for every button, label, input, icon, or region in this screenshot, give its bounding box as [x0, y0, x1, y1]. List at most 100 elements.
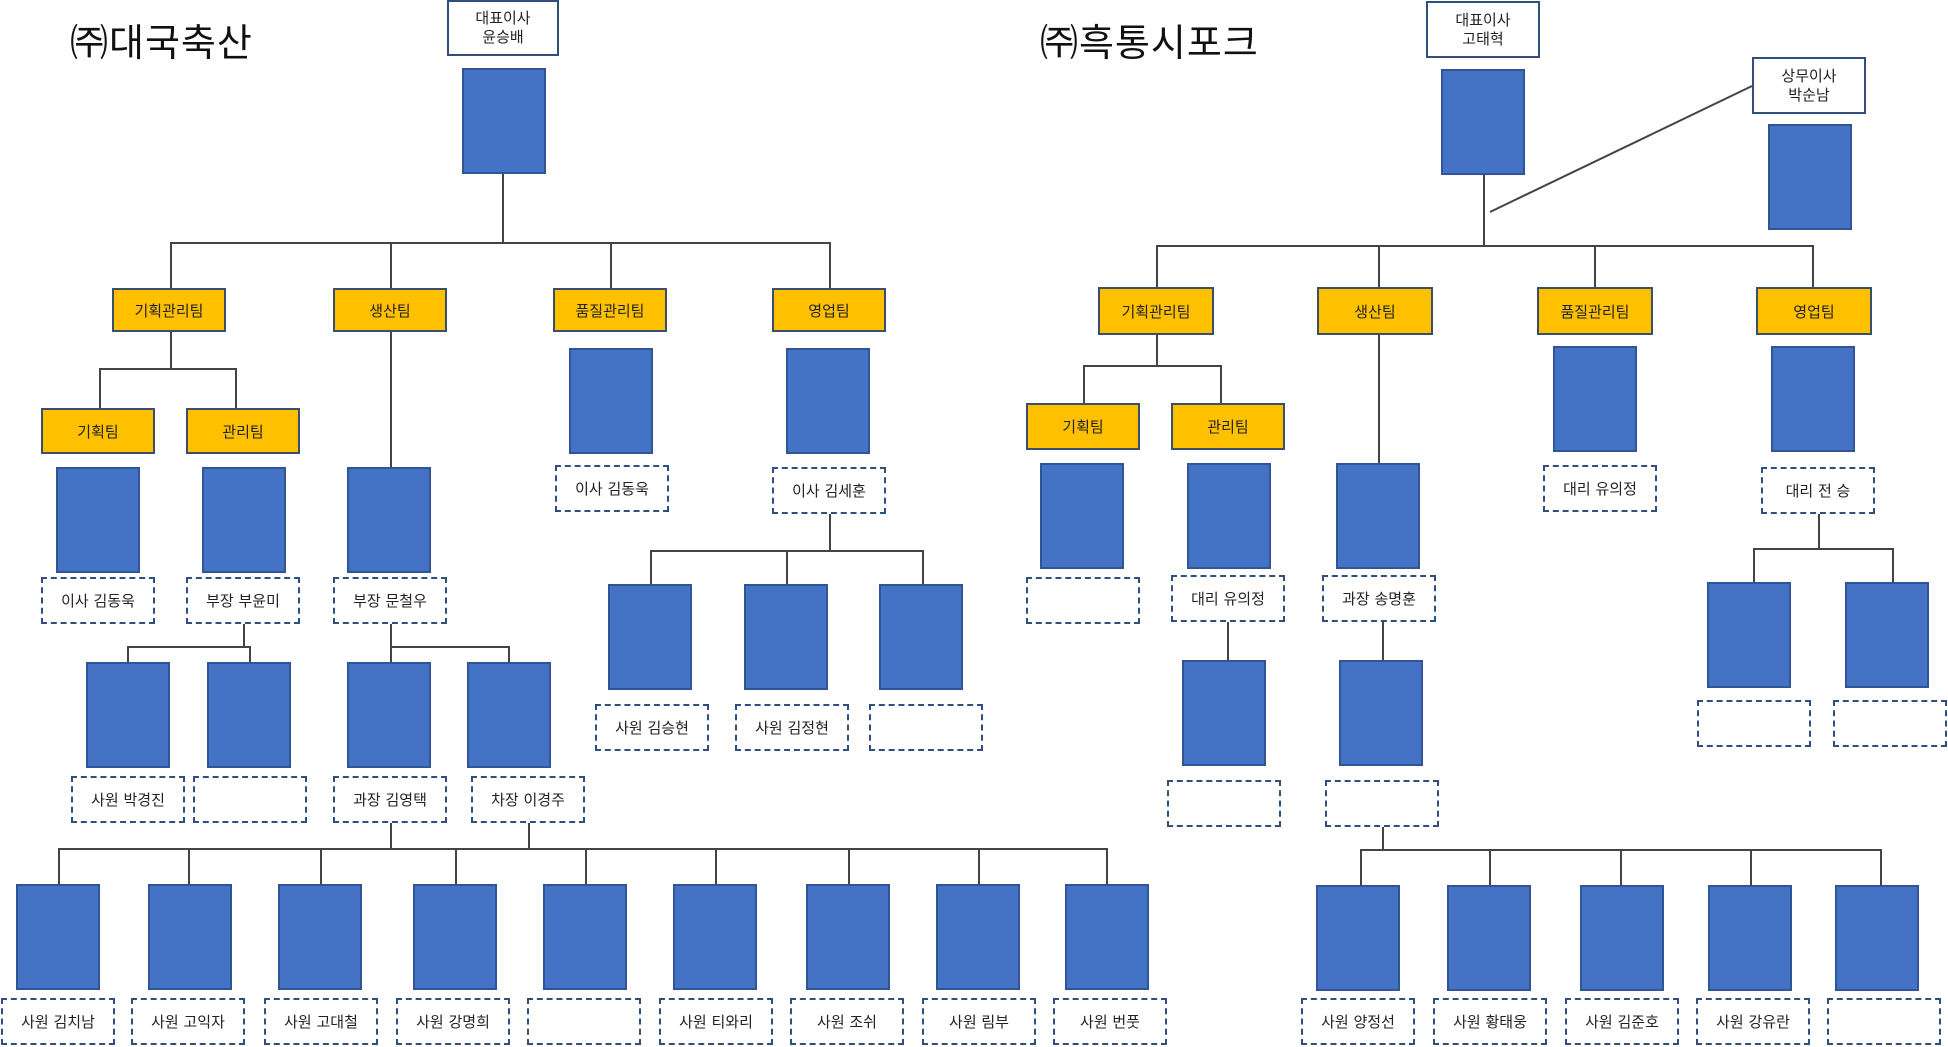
person-label — [869, 704, 983, 751]
photo — [1845, 582, 1929, 688]
connector-line — [922, 550, 924, 584]
connector-line — [390, 823, 392, 848]
person-label: 이사 김동욱 — [41, 577, 155, 624]
person-label — [1167, 780, 1281, 827]
connector-line — [1620, 849, 1622, 885]
connector-line — [978, 848, 980, 884]
connector-line — [1220, 365, 1222, 403]
person-label: 사원 박경진 — [71, 776, 185, 823]
connector-line — [715, 848, 717, 884]
person-label — [527, 998, 641, 1045]
connector-line — [390, 332, 392, 467]
photo — [1339, 660, 1423, 766]
photo — [786, 348, 870, 454]
photo — [467, 662, 551, 768]
connector-line — [99, 368, 101, 408]
person-label: 과장 송명훈 — [1322, 575, 1436, 622]
photo — [278, 884, 362, 990]
person-label: 사원 고대철 — [264, 998, 378, 1045]
connector-line — [58, 848, 60, 884]
left-team-planning-mgmt: 기획관리팀 — [112, 288, 226, 332]
connector-line — [99, 368, 236, 370]
person-label — [1325, 780, 1439, 827]
connector-line — [848, 848, 850, 884]
right-exec-title: 상무이사 — [1781, 66, 1837, 85]
left-team-production: 생산팀 — [333, 288, 447, 332]
connector-line — [188, 848, 190, 884]
left-ceo-name: 윤승배 — [482, 28, 524, 46]
connector-line — [1227, 622, 1229, 660]
connector-line — [502, 174, 504, 242]
photo — [1040, 463, 1124, 569]
photo — [1187, 463, 1271, 569]
photo — [608, 584, 692, 690]
connector-line — [170, 332, 172, 368]
photo — [1580, 885, 1664, 991]
connector-line — [829, 242, 831, 288]
person-label: 사원 고익자 — [131, 998, 245, 1045]
person-label: 사원 티와리 — [659, 998, 773, 1045]
photo — [347, 662, 431, 768]
person-label: 사원 강명희 — [396, 998, 510, 1045]
left-team-quality: 품질관리팀 — [553, 288, 667, 332]
connector-line — [650, 550, 652, 584]
person-label — [1833, 700, 1947, 747]
left-ceo-title: 대표이사 — [475, 9, 531, 27]
connector-line — [1360, 849, 1362, 885]
connector-line — [243, 624, 245, 646]
connector-line — [1083, 365, 1221, 367]
connector-line — [1594, 245, 1596, 287]
right-team-production: 생산팀 — [1317, 287, 1433, 335]
person-label: 사원 김정현 — [735, 704, 849, 751]
person-label — [1827, 998, 1941, 1045]
connector-line — [390, 242, 392, 288]
photo — [148, 884, 232, 990]
photo — [207, 662, 291, 768]
connector-line — [1753, 548, 1755, 582]
person-label: 사원 김준호 — [1565, 998, 1679, 1045]
photo — [1316, 885, 1400, 991]
photo — [56, 467, 140, 573]
right-team-quality: 품질관리팀 — [1537, 287, 1653, 335]
photo — [1182, 660, 1266, 766]
connector-line — [1378, 245, 1380, 287]
person-label: 대리 유의정 — [1543, 465, 1657, 512]
person-label: 사원 조쉬 — [790, 998, 904, 1045]
person-label: 이사 김동욱 — [555, 465, 669, 512]
photo — [543, 884, 627, 990]
connector-line — [390, 646, 510, 648]
right-exec-name: 박순남 — [1788, 85, 1830, 104]
person-label: 사원 김승현 — [595, 704, 709, 751]
right-team-sales: 영업팀 — [1756, 287, 1872, 335]
photo — [744, 584, 828, 690]
photo — [16, 884, 100, 990]
person-label — [193, 776, 307, 823]
connector-line — [1750, 849, 1752, 885]
person-label: 사원 양정선 — [1301, 998, 1415, 1045]
connector-line — [455, 848, 457, 884]
photo — [1835, 885, 1919, 991]
photo — [1707, 582, 1791, 688]
right-ceo-box: 대표이사 고태혁 — [1426, 1, 1540, 58]
right-team-planning-mgmt: 기획관리팀 — [1098, 287, 1214, 335]
connector-line — [1489, 849, 1491, 885]
person-label: 사원 림부 — [922, 998, 1036, 1045]
connector-line — [170, 242, 830, 244]
connector-line — [235, 368, 237, 408]
connector-line — [1106, 848, 1108, 884]
photo — [806, 884, 890, 990]
photo — [202, 467, 286, 573]
photo — [1708, 885, 1792, 991]
photo — [879, 584, 963, 690]
right-exec-photo — [1768, 124, 1852, 230]
person-label — [1697, 700, 1811, 747]
connector-line — [1880, 849, 1882, 885]
left-team-sales: 영업팀 — [772, 288, 886, 332]
connector-line — [1483, 175, 1485, 245]
photo — [86, 662, 170, 768]
right-subteam-planning: 기획팀 — [1026, 403, 1140, 450]
connector-line — [390, 646, 392, 662]
exec-diagonal-line — [1489, 85, 1753, 213]
connector-line — [127, 646, 129, 662]
